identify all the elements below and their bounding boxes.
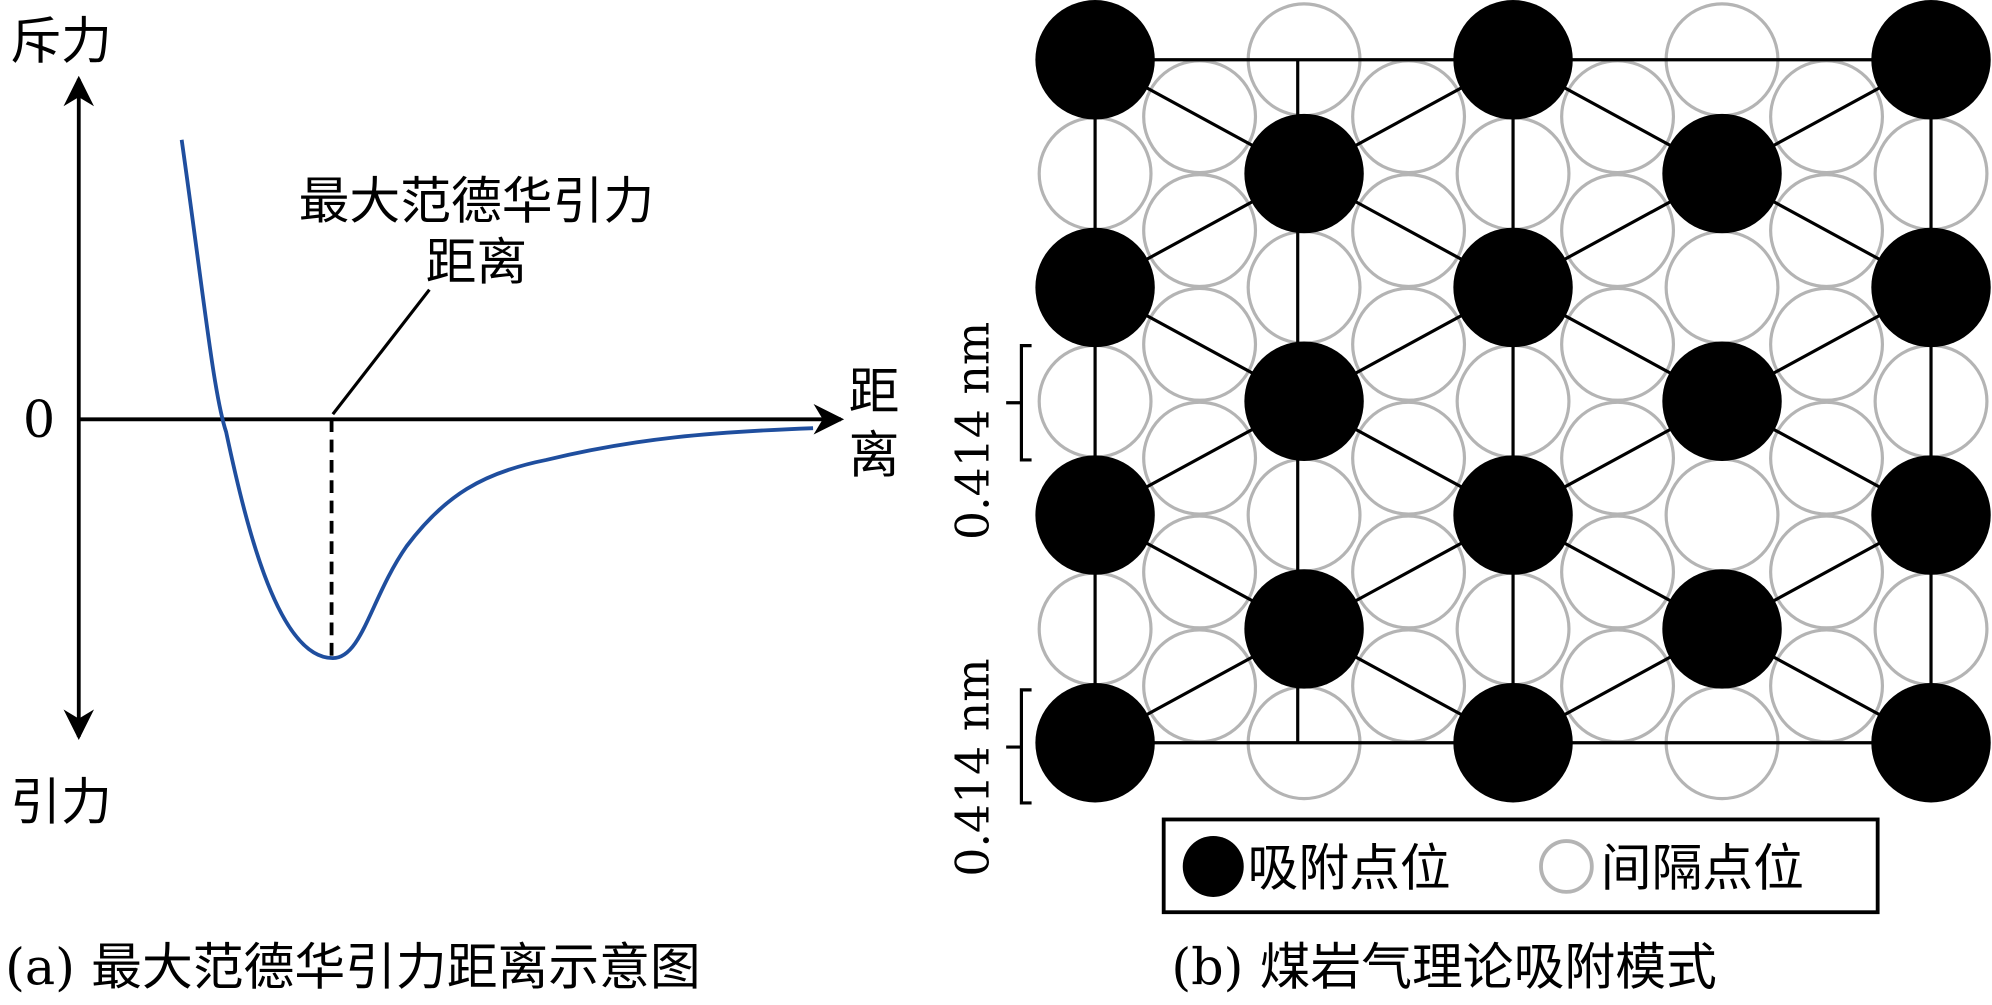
adsorption-site [1244, 569, 1364, 689]
potential-diagram: 斥力 引力 0 距 离 最大范德华引力 距离 (a) 最大范德华引力距离示意图 [5, 11, 899, 996]
adsorption-site [1871, 683, 1991, 803]
adsorption-site [1453, 455, 1573, 575]
legend-adsorption-icon [1182, 835, 1244, 897]
lattice-lines [1093, 58, 1933, 745]
adsorption-site [1244, 113, 1364, 234]
caption-a: (a) 最大范德华引力距离示意图 [5, 938, 701, 997]
spacing-bracket-1 [1006, 344, 1032, 462]
caption-b: (b) 煤岩气理论吸附模式 [1171, 938, 1716, 997]
interval-site [1142, 173, 1258, 288]
interval-site [1560, 286, 1676, 402]
interval-site [1769, 173, 1885, 288]
interval-site [1769, 286, 1885, 402]
distance-axis-label-2: 离 [849, 426, 900, 485]
interval-site [1560, 514, 1676, 630]
adsorption-sites [1035, 0, 1991, 803]
adsorption-site [1662, 113, 1782, 234]
spacing-label-1: 0.414 nm [946, 322, 999, 540]
interval-site [1246, 457, 1362, 573]
spacing-bracket-2 [1006, 688, 1032, 805]
distance-axis-label-1: 距 [849, 362, 900, 421]
interval-site [1769, 400, 1885, 516]
interval-site [1769, 514, 1885, 630]
interval-site [1664, 457, 1780, 573]
annotation-line2: 距离 [426, 233, 528, 292]
interval-site [1246, 229, 1362, 345]
adsorption-model: 0.414 nm 0.414 nm 吸附点位 间隔点位 (b) 煤岩气理论吸附模… [946, 0, 1991, 997]
adsorption-site [1453, 227, 1573, 348]
interval-site [1664, 229, 1780, 345]
interval-site [1351, 286, 1467, 402]
potential-curve [179, 139, 814, 661]
adsorption-site [1035, 0, 1155, 120]
adsorption-site [1871, 0, 1991, 120]
adsorption-site [1662, 341, 1782, 461]
adsorption-site [1453, 683, 1573, 803]
interval-site [1142, 400, 1258, 516]
legend-interval-icon [1539, 839, 1594, 894]
annotation-leader-line [331, 288, 431, 416]
adsorption-site [1244, 341, 1364, 461]
interval-site [1560, 173, 1676, 288]
adsorption-site [1871, 227, 1991, 348]
adsorption-site [1662, 569, 1782, 689]
legend-interval-label: 间隔点位 [1601, 839, 1804, 898]
adsorption-site [1035, 683, 1155, 803]
adsorption-site [1453, 0, 1573, 120]
annotation-line1: 最大范德华引力 [299, 172, 655, 231]
attraction-label: 引力 [10, 772, 112, 831]
spacing-label-2: 0.414 nm [946, 658, 999, 876]
adsorption-site [1871, 455, 1991, 575]
adsorption-site [1035, 455, 1155, 575]
interval-site [1351, 514, 1467, 630]
zero-label: 0 [23, 390, 55, 449]
repulsion-label: 斥力 [10, 11, 112, 70]
interval-site [1142, 286, 1258, 402]
adsorption-site [1035, 227, 1155, 348]
legend-box [1161, 817, 1880, 915]
interval-site [1351, 173, 1467, 288]
interval-site [1560, 400, 1676, 516]
legend-adsorption-label: 吸附点位 [1248, 839, 1451, 898]
interval-site [1142, 514, 1258, 630]
interval-site [1351, 400, 1467, 516]
